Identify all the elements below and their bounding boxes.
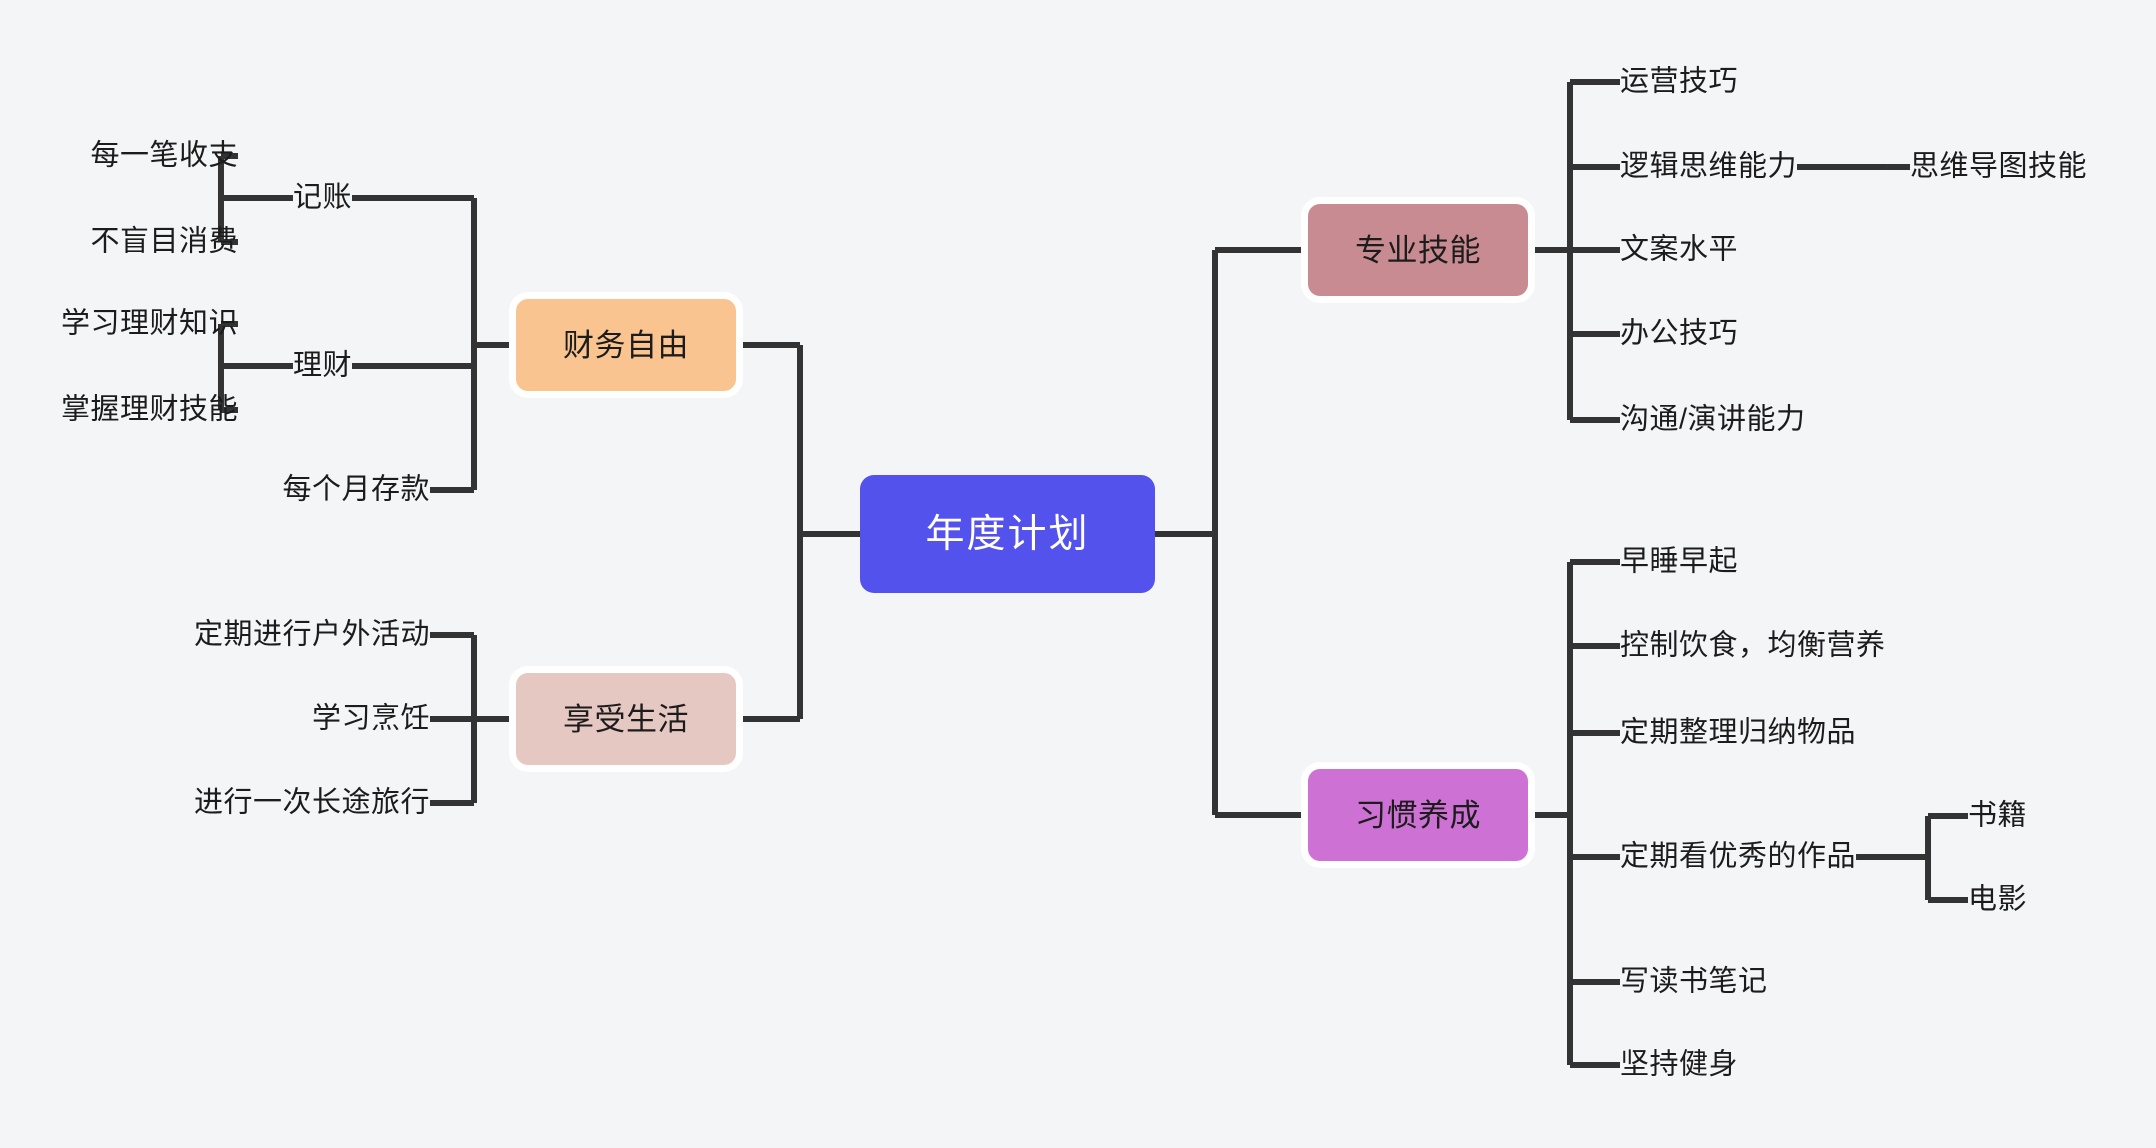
node-label: 定期看优秀的作品 — [1620, 840, 1857, 873]
child-node-long-trip[interactable]: 进行一次长途旅行 — [193, 786, 430, 819]
node-label: 写读书笔记 — [1620, 965, 1768, 998]
child-node-monthly-saving[interactable]: 每个月存款 — [282, 473, 430, 506]
node-label: 专业技能 — [1355, 232, 1481, 268]
child-node-copywriting[interactable]: 文案水平 — [1620, 233, 1739, 266]
child-node-learn-cooking[interactable]: 学习烹饪 — [311, 702, 430, 735]
node-label: 学习烹饪 — [311, 702, 430, 735]
child-node-watch-good-works[interactable]: 定期看优秀的作品 — [1620, 840, 1857, 873]
branch-node-habits[interactable]: 习惯养成 — [1308, 769, 1528, 861]
node-label: 文案水平 — [1620, 233, 1739, 266]
child-node-early-sleep-rise[interactable]: 早睡早起 — [1620, 545, 1739, 578]
node-label: 掌握理财技能 — [60, 393, 238, 426]
node-label: 定期整理归纳物品 — [1620, 716, 1857, 749]
branch-node-finance[interactable]: 财务自由 — [516, 299, 736, 391]
child-node-outdoor-activity[interactable]: 定期进行户外活动 — [193, 618, 430, 651]
grandchild-node-master-finance-skill[interactable]: 掌握理财技能 — [60, 393, 238, 426]
child-node-keep-fitness[interactable]: 坚持健身 — [1620, 1048, 1739, 1081]
node-label: 沟通/演讲能力 — [1620, 403, 1806, 436]
node-label: 办公技巧 — [1620, 317, 1739, 350]
child-node-bookkeeping[interactable]: 记账 — [292, 181, 352, 214]
child-node-tidy-up[interactable]: 定期整理归纳物品 — [1620, 716, 1857, 749]
node-label: 进行一次长途旅行 — [193, 786, 430, 819]
node-label: 运营技巧 — [1620, 65, 1739, 98]
node-label: 不盲目消费 — [90, 225, 238, 258]
child-node-money-management[interactable]: 理财 — [292, 349, 352, 382]
node-label: 学习理财知识 — [60, 307, 238, 340]
child-node-logical-thinking[interactable]: 逻辑思维能力 — [1620, 150, 1798, 183]
node-label: 逻辑思维能力 — [1620, 150, 1798, 183]
child-node-office-skill[interactable]: 办公技巧 — [1620, 317, 1739, 350]
node-label: 财务自由 — [563, 327, 689, 363]
grandchild-node-mindmap-skill[interactable]: 思维导图技能 — [1910, 150, 2088, 183]
node-label: 记账 — [292, 181, 352, 214]
node-label: 定期进行户外活动 — [193, 618, 430, 651]
node-label: 电影 — [1968, 883, 2028, 916]
branch-node-pro-skills[interactable]: 专业技能 — [1308, 204, 1528, 296]
grandchild-node-books[interactable]: 书籍 — [1968, 799, 2028, 832]
node-label: 早睡早起 — [1620, 545, 1739, 578]
node-label: 享受生活 — [563, 701, 689, 737]
child-node-operation-skill[interactable]: 运营技巧 — [1620, 65, 1739, 98]
grandchild-node-no-blind-spending[interactable]: 不盲目消费 — [90, 225, 238, 258]
root-node-root[interactable]: 年度计划 — [860, 475, 1155, 593]
child-node-diet-control[interactable]: 控制饮食，均衡营养 — [1620, 629, 1886, 662]
node-label: 思维导图技能 — [1910, 150, 2088, 183]
node-label: 每一笔收支 — [90, 139, 238, 172]
grandchild-node-every-income-expense[interactable]: 每一笔收支 — [90, 139, 238, 172]
child-node-reading-notes[interactable]: 写读书笔记 — [1620, 965, 1768, 998]
node-label: 控制饮食，均衡营养 — [1620, 629, 1886, 662]
node-label: 年度计划 — [925, 512, 1090, 556]
child-node-communication-speech[interactable]: 沟通/演讲能力 — [1620, 403, 1806, 436]
node-label: 坚持健身 — [1620, 1048, 1739, 1081]
node-label: 习惯养成 — [1355, 797, 1481, 833]
grandchild-node-learn-finance-knowledge[interactable]: 学习理财知识 — [60, 307, 238, 340]
branch-node-enjoy-life[interactable]: 享受生活 — [516, 673, 736, 765]
node-label: 理财 — [292, 349, 352, 382]
node-label: 每个月存款 — [282, 473, 430, 506]
node-label: 书籍 — [1968, 799, 2028, 832]
grandchild-node-movies[interactable]: 电影 — [1968, 883, 2028, 916]
